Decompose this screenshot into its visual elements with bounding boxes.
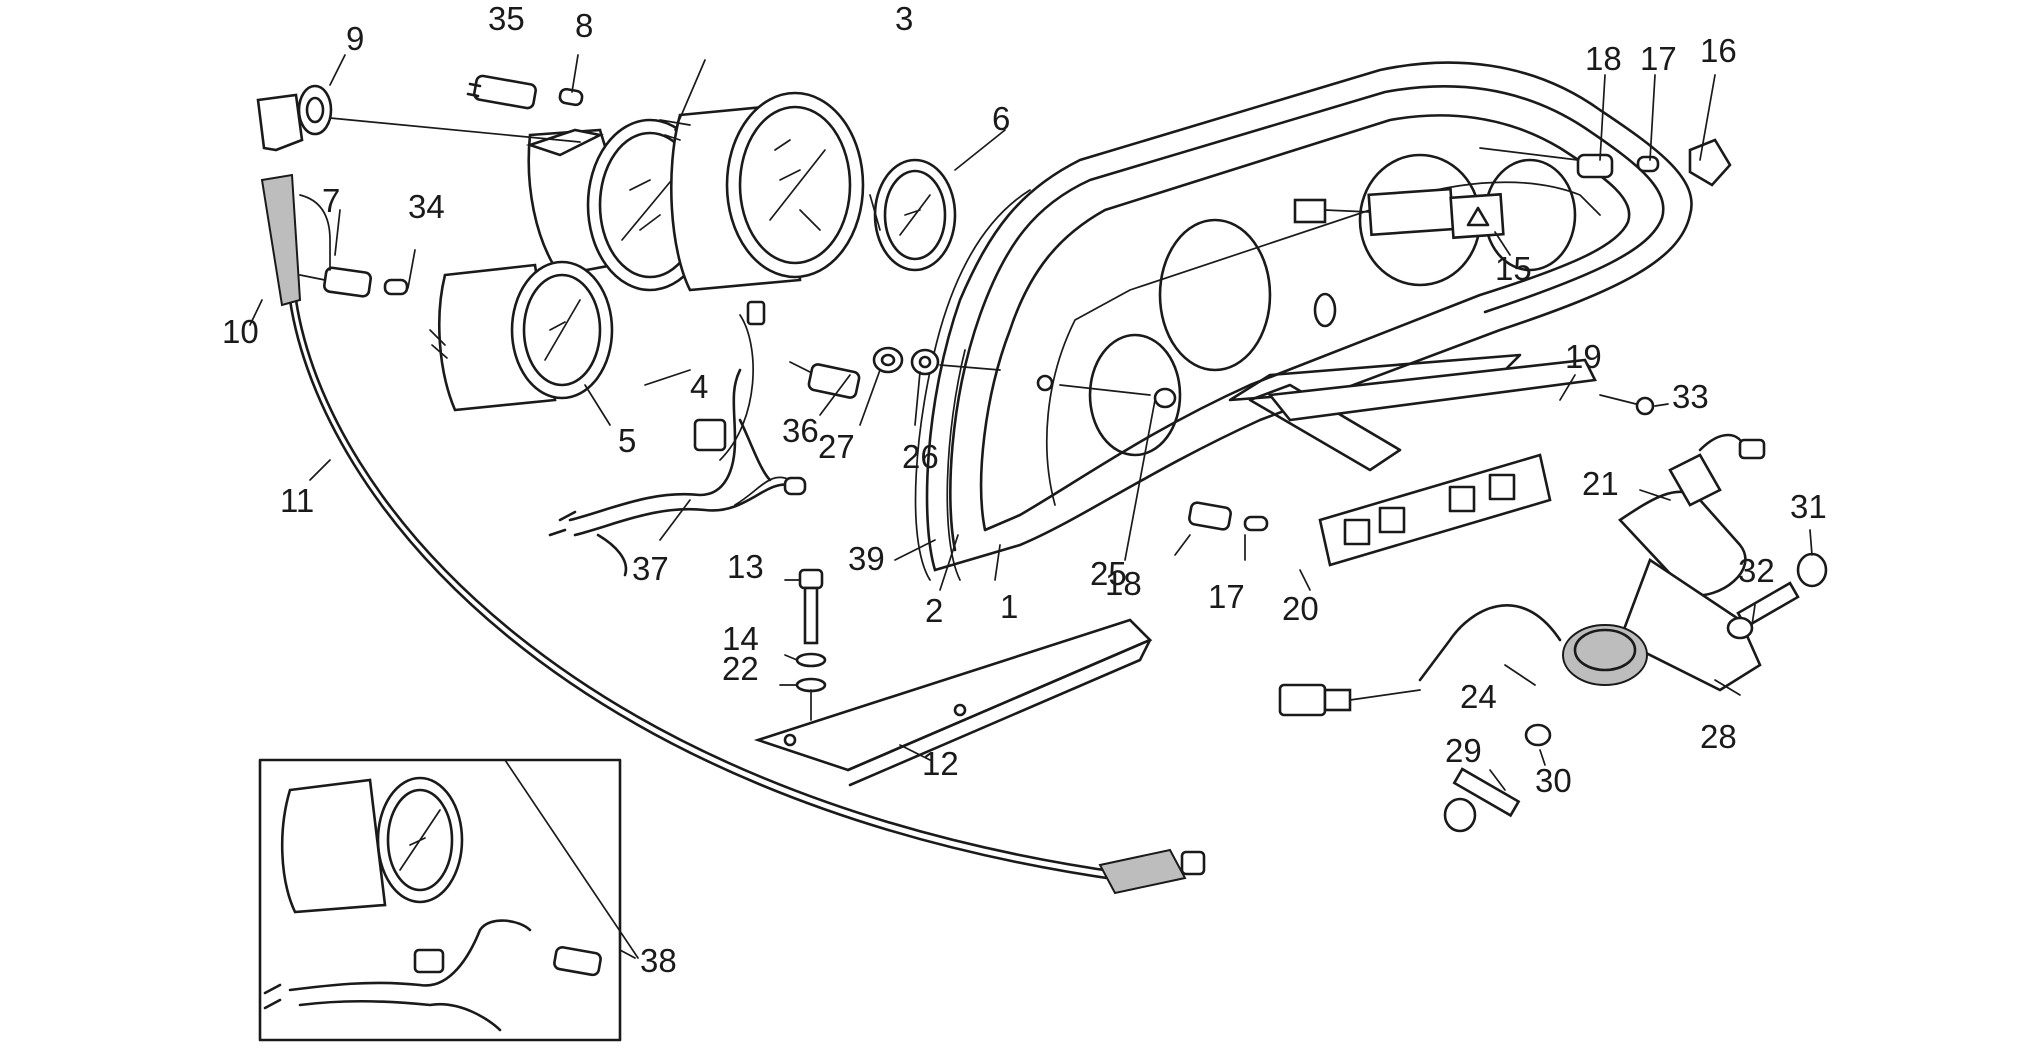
speedometer-cable: [256, 84, 1206, 895]
speedometer-gauge: [659, 91, 865, 292]
label-8: 8: [575, 7, 593, 44]
label-1: 1: [1000, 588, 1018, 625]
label-32: 32: [1738, 552, 1775, 589]
label-10: 10: [222, 313, 259, 350]
label-21: 21: [1582, 465, 1619, 502]
label-5: 5: [618, 422, 636, 459]
label-24: 24: [1460, 678, 1497, 715]
label-9: 9: [346, 20, 364, 57]
hazard-switch: [1293, 187, 1505, 240]
label-18a: 18: [1585, 40, 1622, 77]
label-2: 2: [925, 592, 943, 629]
inset-variant-box: [258, 758, 639, 1042]
label-20: 20: [1282, 590, 1319, 627]
label-37: 37: [632, 550, 669, 587]
bulb-holder-top-right: [1479, 138, 1732, 187]
label-6: 6: [992, 100, 1010, 137]
wiring-harness: [548, 368, 807, 577]
label-7: 7: [322, 182, 340, 219]
fasteners-center: [872, 346, 1177, 409]
label-19: 19: [1565, 338, 1602, 375]
mounting-bracket: [753, 568, 1153, 787]
label-3: 3: [895, 0, 913, 37]
label-14: 14: [722, 620, 759, 657]
leader-lines: [249, 54, 1813, 959]
bulb-holder-right: [1188, 501, 1269, 532]
small-gauge: [869, 158, 957, 272]
label-18b: 18: [1105, 565, 1142, 602]
label-4: 4: [690, 368, 708, 405]
label-25: 25: [1090, 555, 1127, 592]
label-15: 15: [1495, 250, 1532, 287]
bulb-holder-left: [299, 266, 409, 298]
label-12: 12: [922, 745, 959, 782]
label-33: 33: [1672, 378, 1709, 415]
label-17a: 17: [1640, 40, 1677, 77]
label-22: 22: [722, 650, 759, 687]
label-13: 13: [727, 548, 764, 585]
bulb-holder-top: [466, 74, 584, 110]
label-28: 28: [1700, 718, 1737, 755]
label-27: 27: [818, 428, 855, 465]
label-35: 35: [488, 0, 525, 37]
label-26: 26: [902, 438, 939, 475]
gauge-sensor: [719, 300, 861, 506]
label-39: 39: [848, 540, 885, 577]
label-34: 34: [408, 188, 445, 225]
label-36: 36: [782, 412, 819, 449]
label-16: 16: [1700, 32, 1737, 69]
label-29: 29: [1445, 732, 1482, 769]
label-11: 11: [280, 482, 314, 519]
part-labels: 1 2 3 4 5 6 7 8 9 10 11 12 13 14 15 16 1…: [222, 0, 1827, 979]
label-31: 31: [1790, 488, 1827, 525]
warning-light-panel: [1267, 358, 1655, 567]
label-30: 30: [1535, 762, 1572, 799]
voltmeter-gauge: [429, 260, 614, 412]
label-38: 38: [640, 942, 677, 979]
dashboard-shell: [914, 61, 1693, 581]
label-17b: 17: [1208, 578, 1245, 615]
